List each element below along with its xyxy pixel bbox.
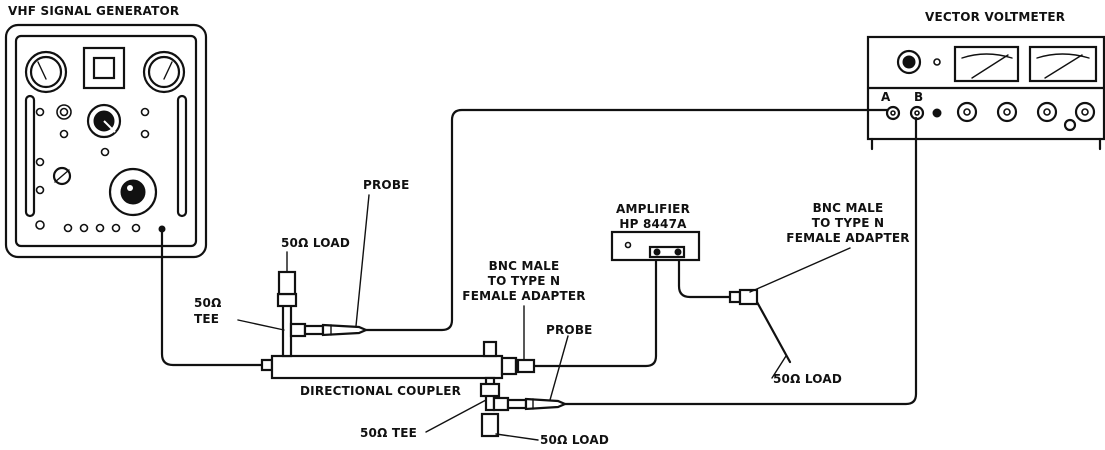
frequency-window-icon	[82, 46, 126, 90]
amplifier-lamp-icon	[624, 241, 632, 249]
tee-top-label-line1: 50Ω	[194, 296, 222, 310]
range-selector-knob-icon	[86, 103, 122, 139]
tuning-knob-icon	[108, 167, 158, 217]
indicator-lamp-icon	[140, 107, 150, 117]
top-tee-stem	[281, 298, 293, 358]
top-probe	[321, 323, 369, 337]
leader-lines	[237, 194, 851, 441]
control-knob-icon	[1074, 101, 1096, 123]
port-a-label: A	[881, 90, 891, 104]
amplifier-label-line2: HP 8447A	[619, 217, 687, 231]
annotation-labels: PROBE 50Ω LOAD 50Ω TEE BNC MALE TO TYPE …	[194, 178, 910, 447]
vhf-signal-generator: VHF SIGNAL GENERATOR	[4, 4, 208, 259]
adapter-center-label-line1: BNC MALE	[489, 259, 560, 273]
cables	[160, 108, 918, 406]
coupler-body	[270, 354, 504, 380]
left-meter-icon	[24, 50, 68, 94]
directional-coupler: DIRECTIONAL COUPLER	[260, 354, 536, 398]
probe-bottom-label: PROBE	[546, 323, 593, 337]
top-50ohm-load	[277, 270, 297, 296]
load-top-label: 50Ω LOAD	[281, 236, 350, 250]
indicator-lamp-icon	[933, 58, 941, 66]
top-tee-assembly	[276, 270, 369, 358]
left-handle	[24, 94, 36, 218]
load-bottom-label: 50Ω LOAD	[540, 433, 609, 447]
indicator-lamp-icon	[59, 129, 69, 139]
generator-to-coupler-cable	[160, 228, 264, 367]
tee-bottom-label: 50Ω TEE	[360, 426, 417, 440]
channel-a-input-connector	[885, 105, 901, 121]
control-knob-icon	[1036, 101, 1058, 123]
amplifier-connectors	[648, 245, 686, 259]
amplifier-to-adapter-cable	[677, 252, 732, 299]
amplitude-meter-icon	[953, 45, 1020, 83]
right-meter-icon	[142, 50, 186, 94]
probe-b-to-voltmeter-cable	[563, 116, 918, 406]
power-switch-icon	[896, 49, 922, 75]
adapter-to-load-cable	[755, 300, 792, 364]
right-handle	[176, 94, 188, 218]
adapter-center-label-line2: TO TYPE N	[488, 274, 560, 288]
control-knob-icon	[996, 101, 1018, 123]
indicator-lamp-icon	[932, 108, 942, 118]
vector-voltmeter-label: VECTOR VOLTMETER	[925, 10, 1065, 24]
probe-top-label: PROBE	[363, 178, 410, 192]
attenuator-dial-icon	[52, 166, 72, 186]
bottom-50ohm-load	[480, 412, 500, 438]
indicator-lamp-icon	[35, 185, 45, 195]
bottom-probe	[524, 397, 568, 411]
directional-coupler-label: DIRECTIONAL COUPLER	[300, 384, 461, 398]
bottom-tee-assembly	[479, 340, 568, 438]
right-adapter-assembly	[728, 288, 759, 306]
phase-meter-icon	[1028, 45, 1098, 83]
vector-voltmeter: VECTOR VOLTMETER A B	[866, 10, 1105, 151]
adapter-right-label-line1: BNC MALE	[813, 201, 884, 215]
channel-b-input-connector	[909, 105, 925, 121]
amplifier-label-line1: AMPLIFIER	[616, 202, 690, 216]
adapter-right-label-line3: FEMALE ADAPTER	[786, 231, 909, 245]
adapter-right-label-line2: TO TYPE N	[812, 216, 884, 230]
probe-a-to-voltmeter-cable	[364, 108, 889, 332]
indicator-lamp-icon	[35, 107, 45, 117]
indicator-lamp-icon	[140, 129, 150, 139]
tee-top-label-line2: TEE	[194, 312, 219, 326]
adjust-screw-icon	[1063, 118, 1077, 132]
load-right-label: 50Ω LOAD	[773, 372, 842, 386]
indicator-lamp-icon	[100, 147, 110, 157]
amplifier: AMPLIFIER HP 8447A	[610, 202, 701, 262]
port-b-label: B	[914, 90, 923, 104]
right-bnc-adapter	[738, 288, 759, 306]
indicator-lamp-icon	[35, 220, 45, 230]
vhf-signal-generator-label: VHF SIGNAL GENERATOR	[8, 4, 179, 18]
adapter-center-label-line3: FEMALE ADAPTER	[462, 289, 585, 303]
coupler-output-adapter	[514, 358, 536, 374]
indicator-lamp-icon	[35, 157, 45, 167]
control-knob-icon	[956, 101, 978, 123]
coupler-to-amplifier-cable	[532, 252, 658, 368]
